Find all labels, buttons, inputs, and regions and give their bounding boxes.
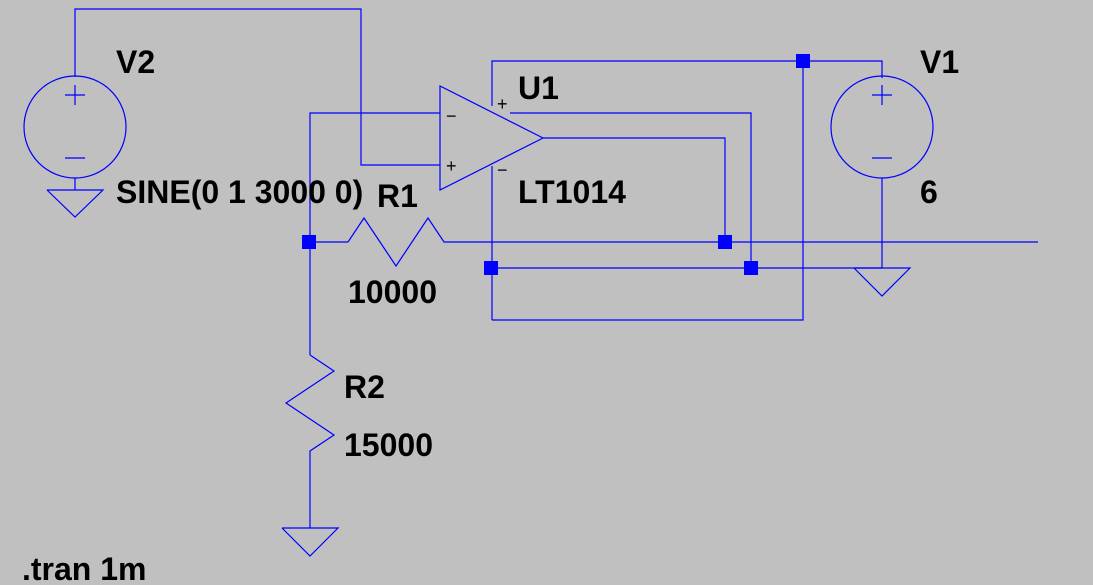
r1-resistor[interactable] xyxy=(347,216,453,268)
voltage-source-icon xyxy=(23,75,127,179)
ground-icon xyxy=(281,527,340,557)
wire-supply-loop[interactable] xyxy=(492,61,804,321)
junction-node-icon[interactable] xyxy=(796,54,810,68)
v1-value-label[interactable]: 6 xyxy=(920,174,938,210)
r2-name-label[interactable]: R2 xyxy=(344,369,385,405)
u1-opamp[interactable]: − + + − xyxy=(439,85,545,191)
resistor-icon xyxy=(347,216,453,268)
u1-value-label[interactable]: LT1014 xyxy=(518,174,626,210)
v1-name-label[interactable]: V1 xyxy=(920,44,959,80)
spice-directive[interactable]: .tran 1m xyxy=(22,551,146,585)
v2-value-label[interactable]: SINE(0 1 3000 0) xyxy=(116,174,363,210)
v1-ground xyxy=(853,267,912,297)
r1-value-label[interactable]: 10000 xyxy=(348,274,437,310)
resistor-icon xyxy=(284,354,336,463)
ground-icon xyxy=(46,189,105,218)
wire-vplus-supply[interactable] xyxy=(491,60,883,106)
wires xyxy=(74,8,1038,528)
voltage-source-icon xyxy=(830,75,934,179)
v2-voltage-source[interactable] xyxy=(23,75,127,179)
v2-name-label[interactable]: V2 xyxy=(116,44,155,80)
r1-name-label[interactable]: R1 xyxy=(377,178,418,214)
junction-node-icon[interactable] xyxy=(744,261,758,275)
r2-resistor[interactable] xyxy=(284,354,336,463)
wire-cross-link[interactable] xyxy=(510,112,752,268)
wire-inverting-input-to-junction[interactable] xyxy=(309,112,440,242)
opamp-icon xyxy=(439,85,545,191)
vminus-pin-symbol: − xyxy=(497,160,508,180)
labels: V2 SINE(0 1 3000 0) U1 LT1014 R1 10000 R… xyxy=(22,44,959,585)
junction-nodes xyxy=(302,54,810,275)
r2-value-label[interactable]: 15000 xyxy=(344,427,433,463)
junction-node-icon[interactable] xyxy=(302,235,316,249)
noninverting-input-symbol: + xyxy=(446,156,457,176)
u1-name-label[interactable]: U1 xyxy=(518,70,559,106)
inverting-input-symbol: − xyxy=(446,106,457,126)
junction-node-icon[interactable] xyxy=(718,235,732,249)
v2-ground xyxy=(46,189,105,218)
ground-icon xyxy=(853,267,912,297)
vplus-pin-symbol: + xyxy=(497,94,508,114)
v1-voltage-source[interactable] xyxy=(830,75,934,179)
junction-node-icon[interactable] xyxy=(484,261,498,275)
wire-v2-to-noninverting-input[interactable] xyxy=(74,8,440,166)
wire-opamp-output[interactable] xyxy=(543,137,726,242)
r2-ground xyxy=(281,527,340,557)
